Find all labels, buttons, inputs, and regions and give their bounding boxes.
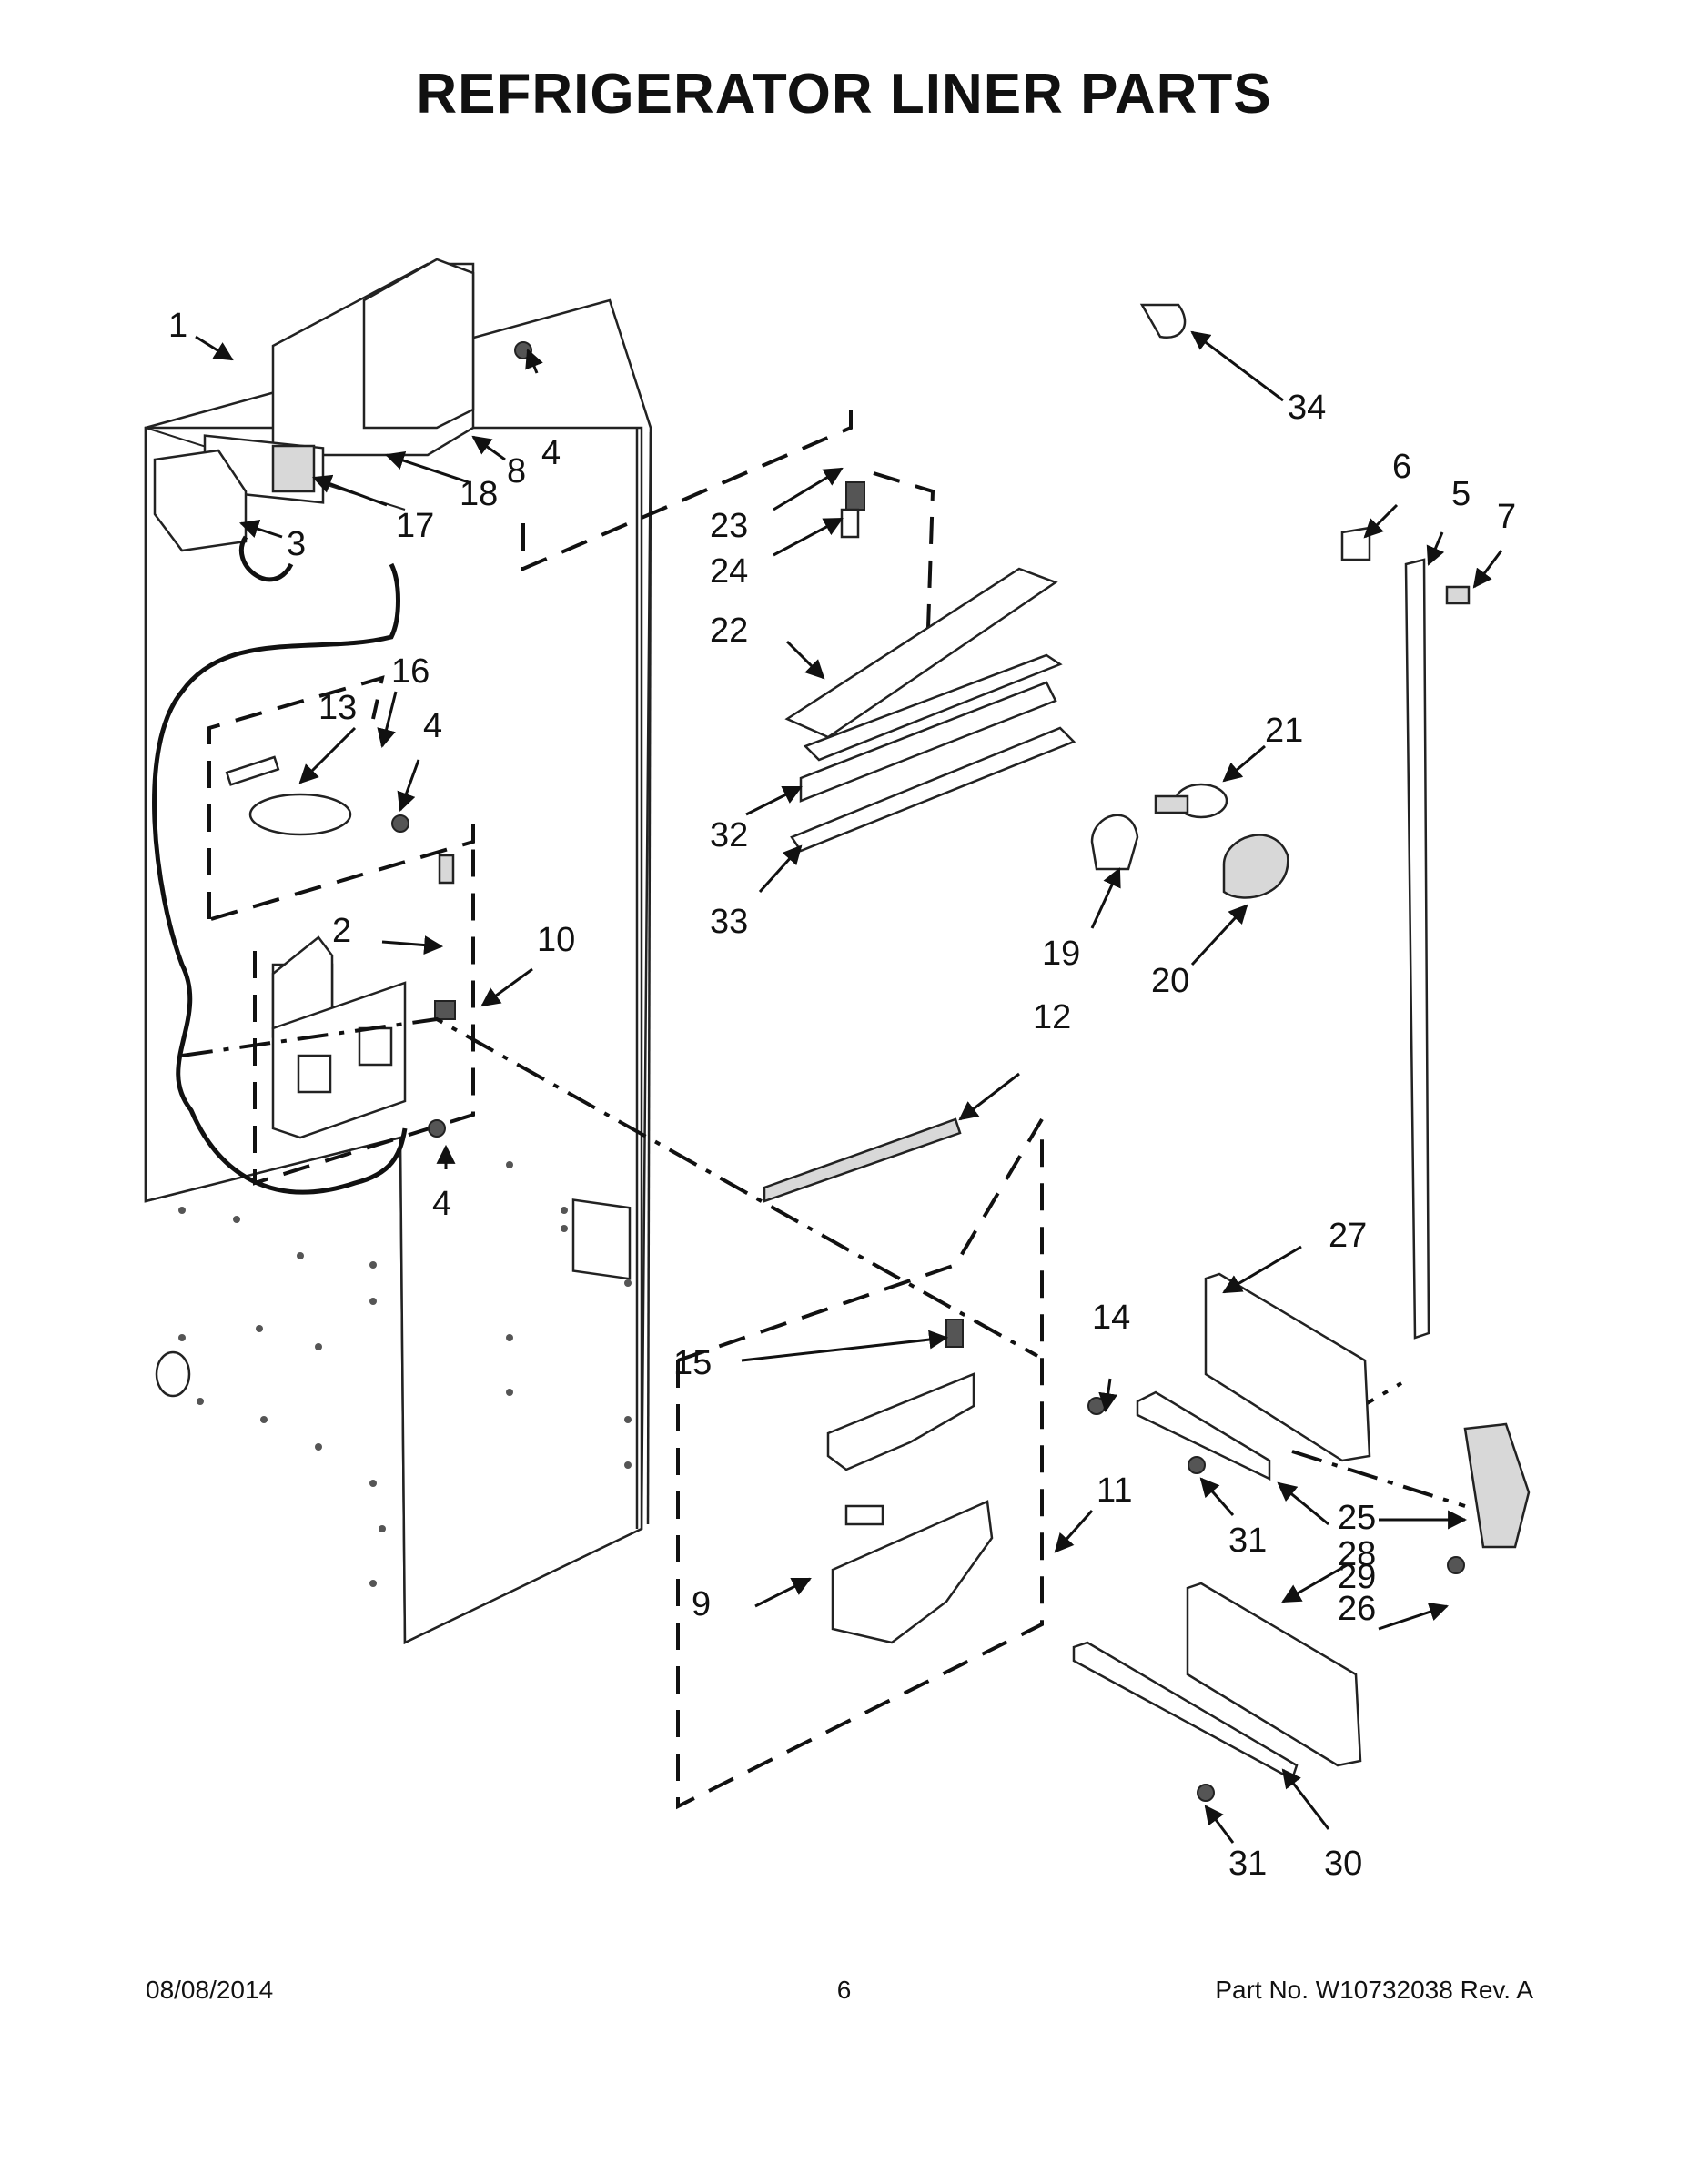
callout-27: 27 — [1329, 1217, 1367, 1255]
callout-6: 6 — [1392, 448, 1411, 486]
callout-32: 32 — [710, 816, 748, 854]
page-title: REFRIGERATOR LINER PARTS — [416, 63, 1272, 126]
callout-19: 19 — [1042, 935, 1080, 973]
callout-13: 13 — [318, 689, 357, 727]
callout-30: 30 — [1324, 1845, 1362, 1883]
light-shield-assembly — [784, 481, 1076, 853]
callout-4-top: 4 — [541, 434, 561, 472]
dashed-groupings — [181, 400, 1466, 1810]
callout-16: 16 — [391, 652, 430, 691]
footer-date: 08/08/2014 — [146, 1976, 274, 2004]
callout-31-lower: 31 — [1228, 1845, 1267, 1883]
callout-7: 7 — [1497, 498, 1516, 536]
callout-25: 25 — [1338, 1499, 1376, 1537]
leader-arrows — [195, 330, 1503, 1844]
callout-11: 11 — [1097, 1471, 1132, 1510]
callout-28: 28 — [1338, 1535, 1376, 1573]
callout-12: 12 — [1033, 998, 1071, 1036]
callout-9: 9 — [692, 1585, 711, 1623]
shelf-rail — [1139, 303, 1471, 1340]
callout-1: 1 — [168, 307, 187, 345]
footer-page-number: 6 — [836, 1976, 852, 2004]
callout-17: 17 — [396, 507, 434, 545]
callout-33: 33 — [710, 903, 748, 941]
callout-15: 15 — [673, 1344, 712, 1382]
callout-4-bottom: 4 — [432, 1185, 451, 1223]
wire-harness — [152, 535, 408, 1195]
callout-20: 20 — [1151, 962, 1189, 1000]
callout-34: 34 — [1288, 389, 1326, 427]
control-housing — [225, 755, 456, 1139]
callout-4-middle: 4 — [423, 707, 442, 745]
callout-22: 22 — [710, 612, 748, 650]
footer-part-number: Part No. W10732038 Rev. A — [1215, 1976, 1533, 2004]
callout-21: 21 — [1265, 712, 1303, 750]
callout-29: 29 — [1338, 1558, 1376, 1596]
callout-2: 2 — [332, 912, 351, 950]
callout-26: 26 — [1338, 1590, 1376, 1628]
callout-3: 3 — [287, 525, 306, 563]
callout-8: 8 — [507, 452, 526, 490]
callout-18: 18 — [460, 475, 498, 513]
crisper-drawer-parts — [391, 341, 1531, 1802]
callout-14: 14 — [1092, 1299, 1130, 1337]
callout-31-upper: 31 — [1228, 1522, 1267, 1560]
air-duct-assembly — [153, 258, 475, 552]
dispenser-components — [763, 1117, 994, 1644]
callout-10: 10 — [537, 921, 575, 959]
callout-5: 5 — [1451, 475, 1471, 513]
callout-24: 24 — [710, 552, 748, 591]
light-components — [1090, 783, 1289, 899]
panel-holes — [155, 1161, 632, 1587]
callout-23: 23 — [710, 507, 748, 545]
